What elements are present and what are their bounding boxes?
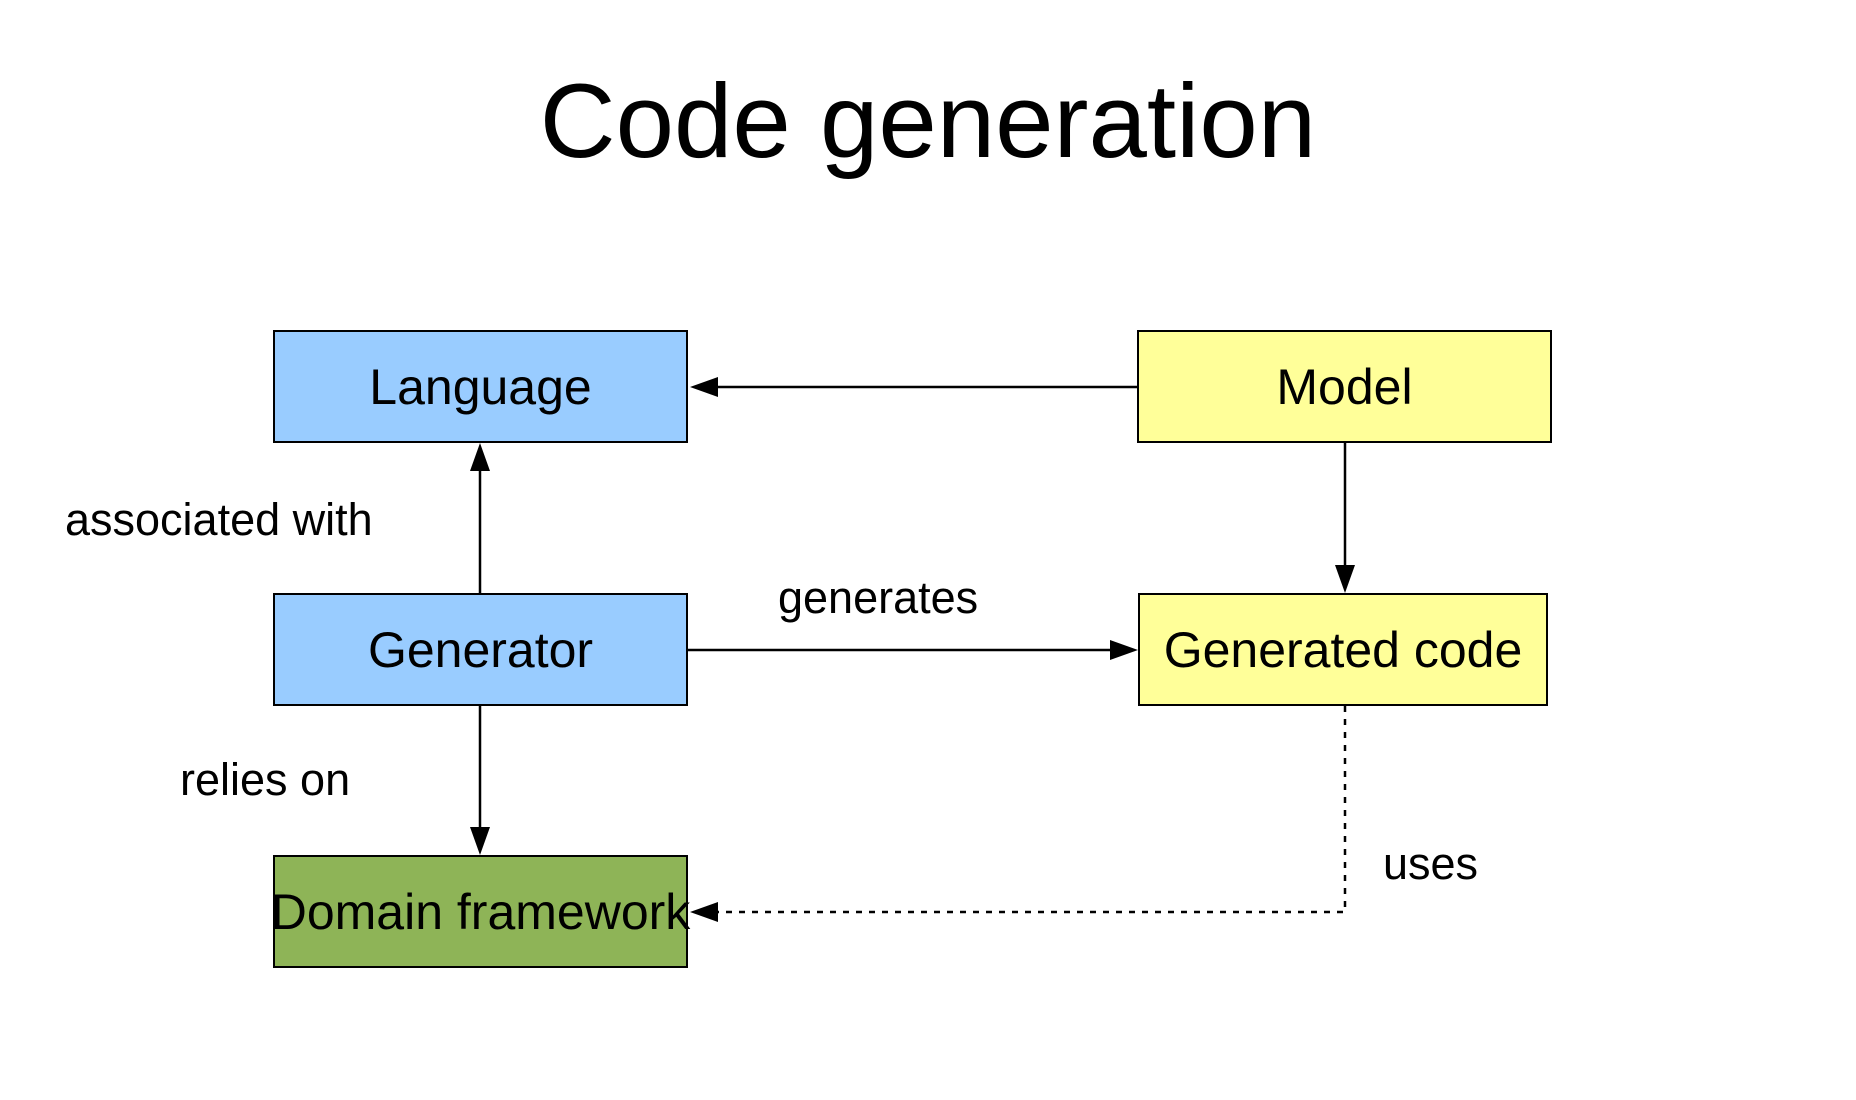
arrowhead-generator-to-domain-framework (470, 827, 490, 855)
node-model-label: Model (1276, 358, 1413, 415)
node-domain-framework-label: Domain framework (270, 883, 691, 940)
node-model: Model (1137, 330, 1552, 443)
edge-label-generates: generates (778, 572, 979, 623)
edge-label-uses: uses (1383, 838, 1479, 889)
node-generated-code: Generated code (1138, 593, 1548, 706)
node-generator: Generator (273, 593, 688, 706)
edge-line-generated-code-to-domain-framework (718, 706, 1347, 914)
node-language-label: Language (369, 358, 592, 415)
diagram-title: Code generation (539, 63, 1317, 180)
node-language: Language (273, 330, 688, 443)
edge-label-associated-with: associated with (65, 494, 373, 545)
edge-label-relies-on: relies on (180, 754, 351, 805)
node-generated-code-label: Generated code (1163, 621, 1523, 678)
node-domain-framework: Domain framework (270, 855, 691, 968)
node-generator-label: Generator (367, 621, 594, 678)
arrowhead-generated-code-to-domain-framework (690, 902, 718, 922)
arrowhead-generator-to-generated-code (1110, 640, 1138, 660)
arrowhead-generator-to-language (470, 443, 490, 471)
arrowhead-model-to-generated-code (1335, 565, 1355, 593)
arrowhead-model-to-language (690, 377, 718, 397)
